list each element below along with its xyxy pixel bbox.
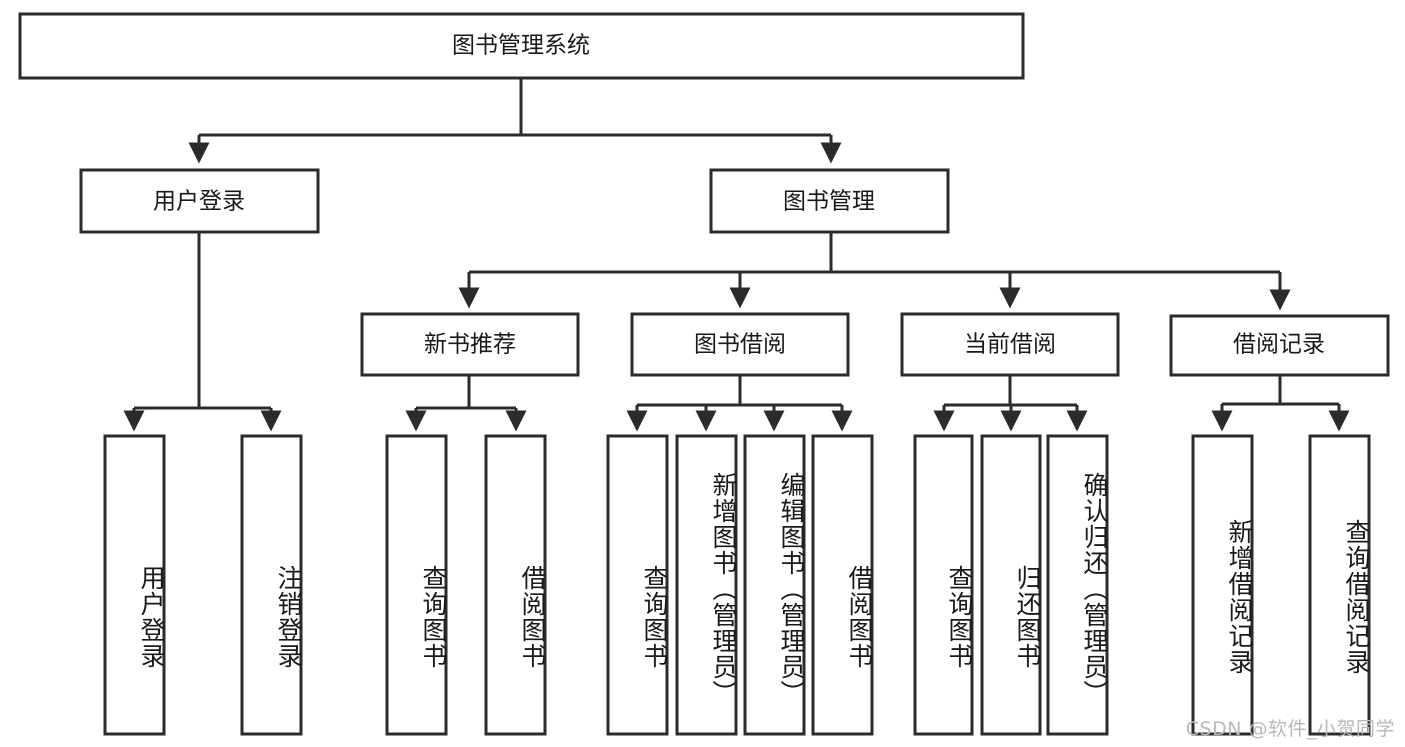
- node-current-borrow[interactable]: [900, 312, 1120, 377]
- label-user-login: 用户登录: [153, 189, 245, 215]
- label-book-manage: 图书管理: [783, 189, 875, 215]
- node-leaf-edit-book[interactable]: [743, 434, 806, 736]
- label-borrow-record: 借阅记录: [1233, 332, 1325, 358]
- node-leaf-borrow-book-1[interactable]: [484, 434, 547, 736]
- label-book-borrow: 图书借阅: [694, 332, 786, 358]
- node-leaf-query-record[interactable]: [1308, 434, 1371, 736]
- node-new-book-rec[interactable]: [360, 312, 580, 377]
- node-boxes: [18, 12, 1390, 736]
- node-leaf-query-book-3[interactable]: [913, 434, 974, 736]
- node-borrow-record[interactable]: [1169, 314, 1390, 377]
- node-book-manage[interactable]: [709, 168, 950, 234]
- node-book-borrow[interactable]: [630, 312, 850, 377]
- label-root: 图书管理系统: [452, 33, 590, 59]
- node-leaf-user-login[interactable]: [103, 434, 166, 736]
- node-leaf-add-book[interactable]: [675, 434, 738, 736]
- label-new-book-rec: 新书推荐: [424, 332, 516, 358]
- connectors: [123, 78, 1350, 432]
- node-leaf-query-book-1[interactable]: [385, 434, 448, 736]
- label-current-borrow: 当前借阅: [964, 332, 1056, 358]
- csdn-watermark: CSDN @软件_小贺同学: [1185, 718, 1395, 740]
- node-root[interactable]: [18, 12, 1025, 80]
- node-user-login[interactable]: [79, 168, 320, 234]
- node-leaf-user-logout[interactable]: [240, 434, 303, 736]
- node-leaf-query-book-2[interactable]: [606, 434, 669, 736]
- node-leaf-confirm-return[interactable]: [1046, 434, 1109, 736]
- node-leaf-add-record[interactable]: [1191, 434, 1254, 736]
- node-labels-horizontal: 图书管理系统 用户登录 图书管理 新书推荐 图书借阅 当前借阅 借阅记录: [153, 33, 1325, 358]
- node-leaf-return-book[interactable]: [980, 434, 1042, 736]
- node-leaf-borrow-book-2[interactable]: [811, 434, 874, 736]
